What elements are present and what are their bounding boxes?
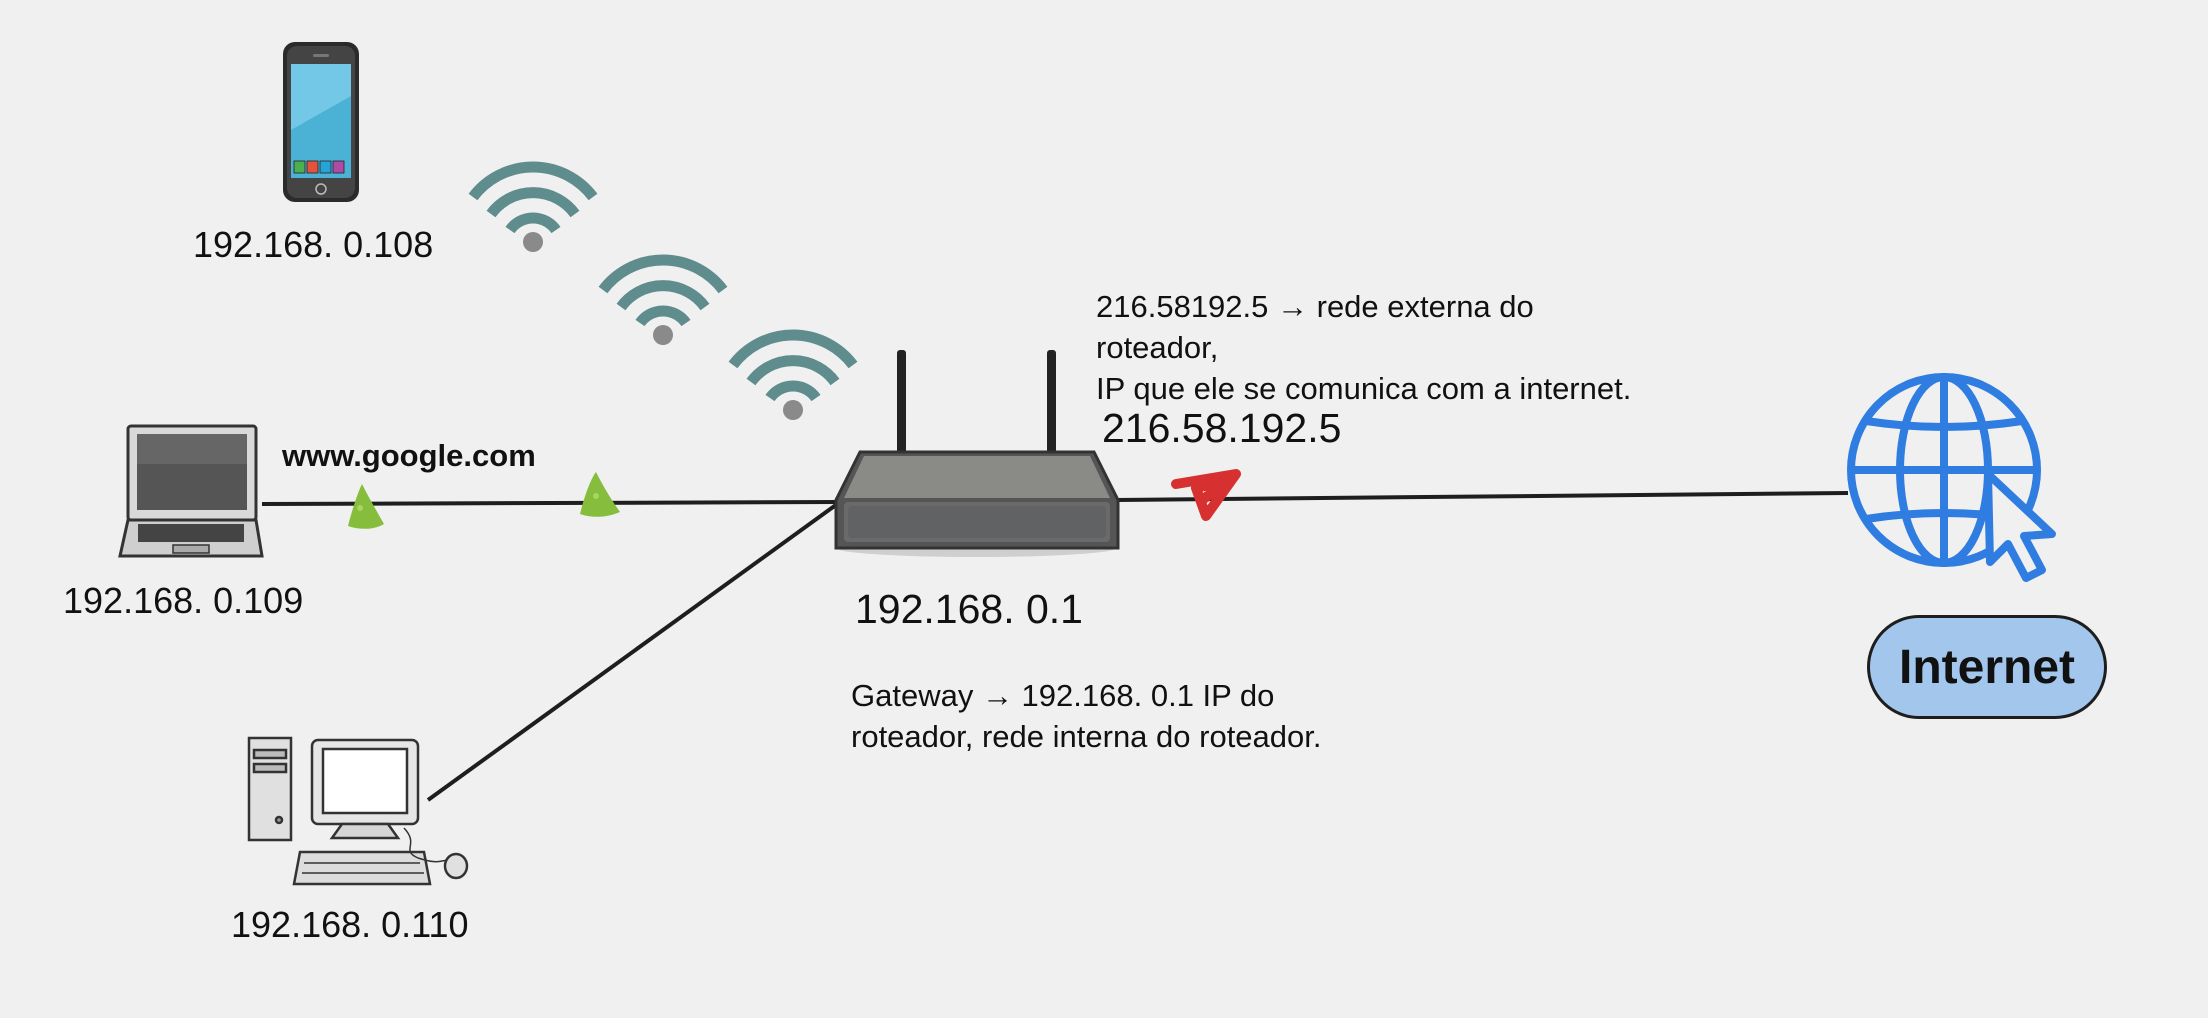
external-ip-note: 216.58192.5 → rede externa do roteador, … xyxy=(1096,286,1656,409)
laptop-router-link xyxy=(261,500,841,506)
internet-label: Internet xyxy=(1867,615,2107,719)
router-external-ip-label: 216.58.192.5 xyxy=(1102,405,1342,451)
external-ip-note-line2: IP que ele se comunica com a internet. xyxy=(1096,371,1632,406)
router-internal-ip-label: 192.168. 0.1 xyxy=(855,586,1083,632)
gateway-note-line1: Gateway → 192.168. 0.1 IP do xyxy=(851,678,1275,713)
router-icon xyxy=(834,350,1120,557)
gateway-note: Gateway → 192.168. 0.1 IP do roteador, r… xyxy=(851,675,1411,757)
phone-ip-label: 192.168. 0.108 xyxy=(193,224,434,265)
router-internet-link xyxy=(1114,491,1849,502)
wifi-icon xyxy=(468,161,598,252)
packet-red-blocked xyxy=(1171,469,1241,521)
google-url-label: www.google.com xyxy=(282,438,536,473)
smartphone-icon xyxy=(283,42,359,202)
laptop-ip-label: 192.168. 0.109 xyxy=(63,580,304,621)
desktop-ip-label: 192.168. 0.110 xyxy=(231,904,469,945)
packet-green-1 xyxy=(348,484,384,529)
packet-green-2 xyxy=(580,472,620,517)
globe-cursor-icon xyxy=(1847,373,2056,582)
gateway-note-line2: roteador, rede interna do roteador. xyxy=(851,719,1322,754)
wifi-icon xyxy=(728,329,858,420)
laptop-icon xyxy=(118,424,264,558)
wifi-icon xyxy=(598,254,728,345)
desktop-computer-icon xyxy=(247,736,469,886)
external-ip-note-line1: 216.58192.5 → rede externa do roteador, xyxy=(1096,289,1534,365)
desktop-router-link xyxy=(426,500,842,802)
